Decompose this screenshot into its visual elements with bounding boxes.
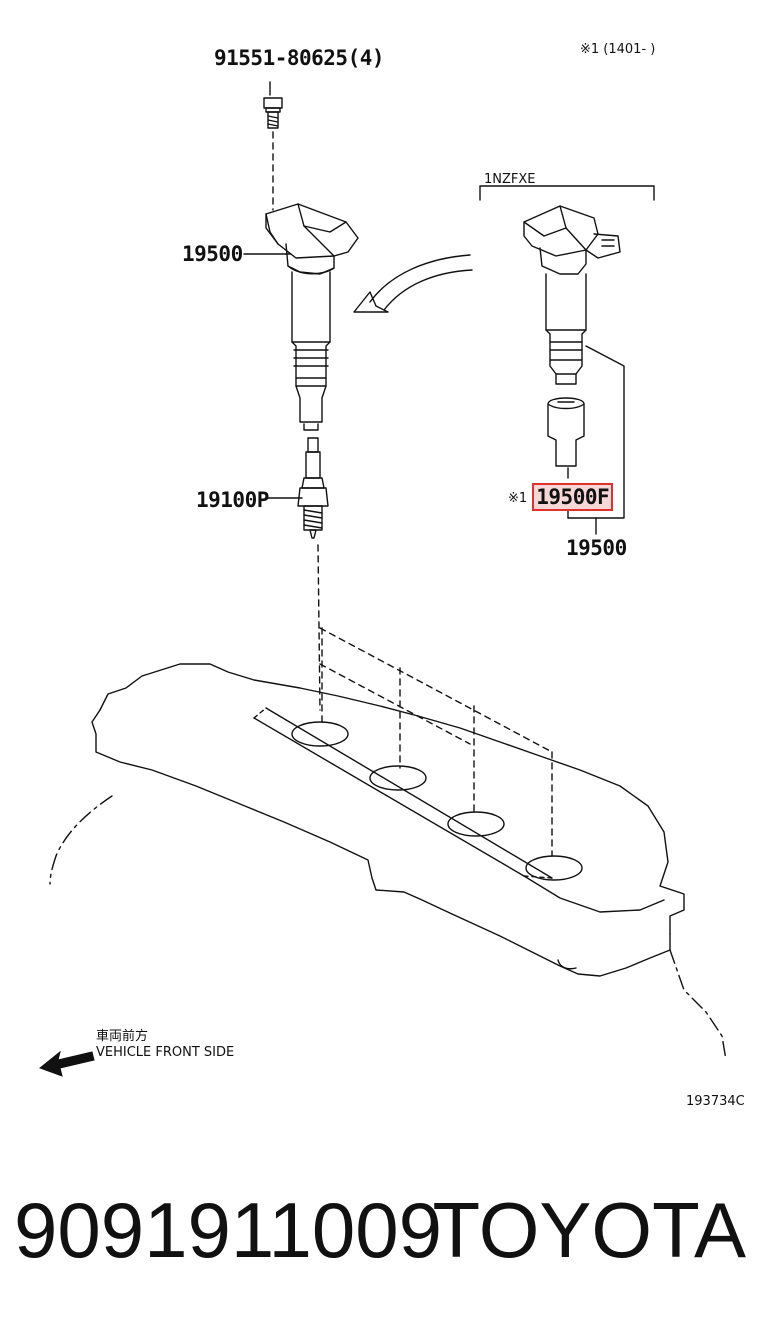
engine-variant-label: 1NZFXE (484, 172, 536, 187)
spark-plug-drawing (297, 437, 329, 711)
ignition-coil-right-drawing (523, 205, 625, 519)
bolt-part-label[interactable]: 91551-80625(4) (214, 46, 385, 70)
front-direction-jp: 車両前方 (96, 1029, 149, 1044)
leader-lines-drawing (243, 253, 303, 499)
parts-diagram (38, 81, 727, 1077)
front-direction-arrow (38, 1050, 95, 1077)
footer-brand: TOYOTA (432, 1186, 747, 1274)
footer-part-number: 9091911009 (14, 1186, 443, 1274)
bolt-drawing (263, 81, 283, 211)
plug-boot-drawing (547, 397, 597, 535)
engine-outline-drawing (49, 795, 727, 1061)
note-marker: ※1 (508, 491, 528, 506)
figure-id: 193734C (686, 1094, 745, 1109)
transition-arrow-drawing (353, 254, 473, 313)
spark-plug-part-label[interactable]: 19100P (196, 488, 269, 512)
cylinder-head-cover-drawing (91, 663, 685, 977)
ignition-coil-left-drawing (265, 203, 359, 431)
front-direction-en: VEHICLE FRONT SIDE (96, 1045, 235, 1060)
highlighted-part-label[interactable]: 19500F (532, 483, 614, 511)
coil-right-part-label[interactable]: 19500 (566, 536, 627, 560)
note-header: ※1 (1401- ) (580, 42, 656, 57)
coil-left-part-label[interactable]: 19500 (182, 242, 243, 266)
alignment-lines-drawing (319, 627, 553, 857)
footer-caption: 9091911009 TOYOTA (14, 1185, 746, 1285)
variant-bracket-drawing (479, 185, 655, 201)
